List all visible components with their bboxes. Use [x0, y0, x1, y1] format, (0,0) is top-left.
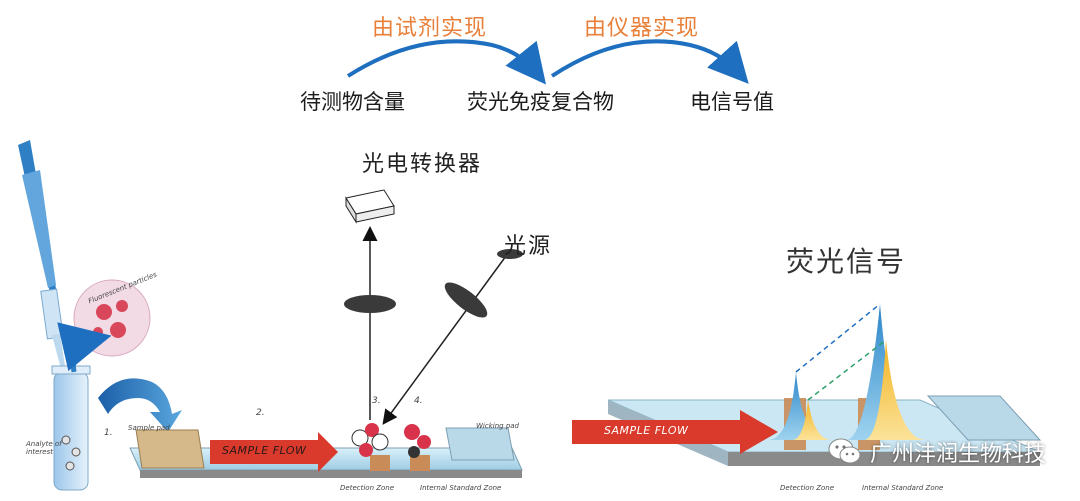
analyte-label: Analyte of interest	[26, 440, 62, 456]
detection-zone-label-left: Detection Zone	[340, 484, 395, 492]
node-electric-signal: 电信号值	[690, 90, 774, 114]
step2-number: 2.	[256, 408, 265, 418]
step1-label: 由试剂实现	[372, 16, 488, 41]
detection-zone-label-right: Detection Zone	[780, 484, 835, 492]
node-analyte-content: 待测物含量	[300, 90, 405, 114]
sample-flow-label-left: SAMPLE FLOW	[222, 444, 307, 457]
flow-arc-1	[346, 39, 546, 85]
internal-standard-zone-label-right: Internal Standard Zone	[862, 484, 944, 492]
fluorescence-peaks	[768, 303, 926, 440]
internal-standard-zone-label-left: Internal Standard Zone	[420, 484, 502, 492]
watermark-text: 广州沣润生物科技	[869, 442, 1046, 467]
watermark: 广州沣润生物科技	[828, 436, 1046, 468]
blue-arc-arrow-small	[57, 322, 112, 373]
test-tube	[51, 365, 91, 491]
step1-number: 1.	[104, 428, 113, 438]
node-immune-complex: 荧光免疫复合物	[467, 90, 614, 114]
sample-pad-label: Sample pad	[128, 424, 170, 432]
lateral-flow-strip	[129, 427, 523, 478]
fluorescence-signal-label: 荧光信号	[786, 245, 907, 278]
optics	[344, 189, 523, 425]
pipette	[18, 140, 66, 373]
step2-label: 由仪器实现	[584, 16, 700, 41]
wicking-pad-label: Wicking pad	[476, 422, 519, 430]
converter-label: 光电转换器	[362, 152, 483, 177]
sample-flow-label-right: SAMPLE FLOW	[604, 424, 689, 437]
step4-number: 4.	[414, 396, 423, 406]
light-source-label: 光源	[504, 234, 553, 259]
big-curved-arrow	[98, 378, 182, 432]
step3-number: 3.	[372, 396, 381, 406]
immune-complex-cluster	[351, 423, 431, 458]
wechat-icon	[828, 438, 861, 464]
flow-arc-2	[550, 39, 749, 84]
